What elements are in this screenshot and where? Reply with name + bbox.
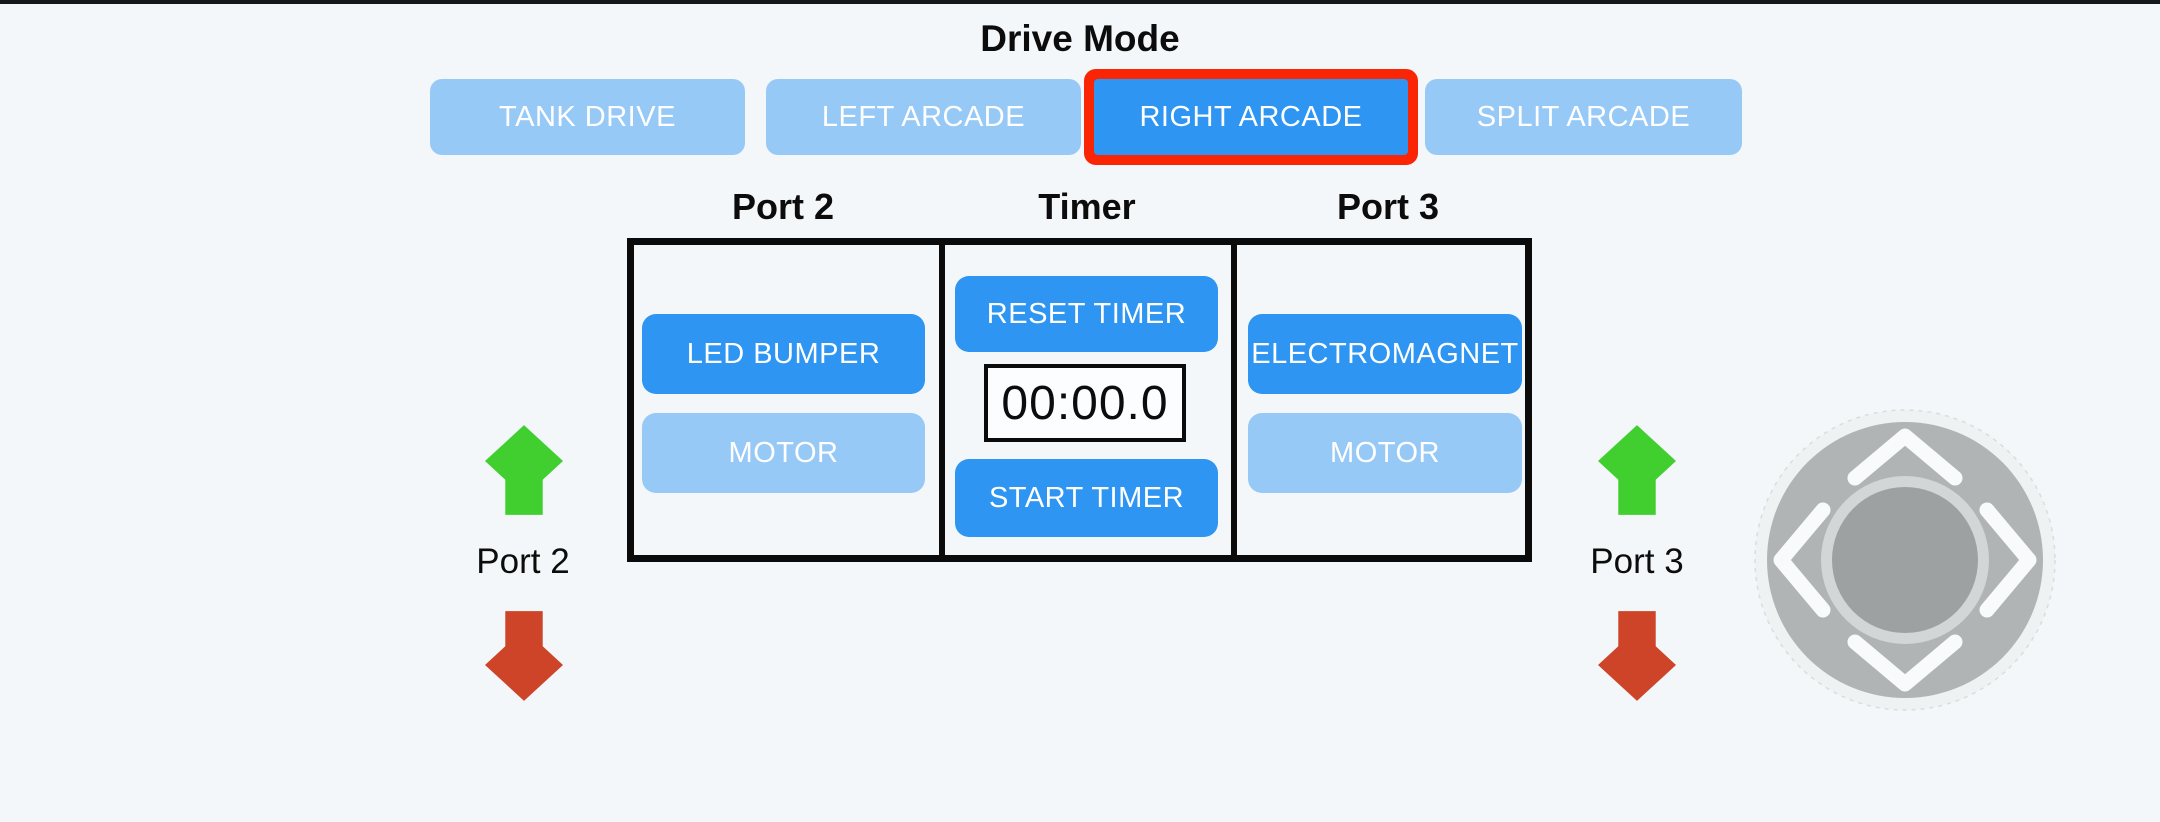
panel-divider-left [939, 245, 945, 555]
ports-panel: LED BUMPER MOTOR RESET TIMER 00:00.0 STA… [627, 238, 1532, 562]
tank-drive-label: TANK DRIVE [499, 100, 676, 133]
panel-divider-right [1231, 245, 1237, 555]
port2-down-arrow-icon[interactable] [485, 610, 563, 702]
page-title: Drive Mode [980, 18, 1180, 59]
port3-up-arrow-icon[interactable] [1598, 424, 1676, 516]
electromagnet-label: ELECTROMAGNET [1251, 337, 1519, 370]
tank-drive-button[interactable]: TANK DRIVE [430, 79, 745, 155]
reset-timer-label: RESET TIMER [986, 297, 1187, 330]
led-bumper-label: LED BUMPER [686, 337, 881, 370]
joystick-up-chevron-icon [1847, 428, 1963, 486]
port2-side-label: Port 2 [476, 542, 570, 581]
electromagnet-button[interactable]: ELECTROMAGNET [1248, 314, 1522, 394]
split-arcade-label: SPLIT ARCADE [1476, 100, 1691, 133]
joystick-left-chevron-icon [1773, 502, 1831, 618]
port2-header: Port 2 [731, 186, 835, 227]
dpad-joystick[interactable] [1745, 400, 2065, 720]
port3-header: Port 3 [1336, 186, 1440, 227]
split-arcade-button[interactable]: SPLIT ARCADE [1425, 79, 1742, 155]
start-timer-label: START TIMER [988, 481, 1185, 514]
port3-down-arrow-icon[interactable] [1598, 610, 1676, 702]
start-timer-button[interactable]: START TIMER [955, 459, 1218, 537]
top-border-bar [0, 0, 2160, 4]
led-bumper-button[interactable]: LED BUMPER [642, 314, 925, 394]
right-arcade-button-selected[interactable]: RIGHT ARCADE [1094, 79, 1408, 155]
port2-up-arrow-icon[interactable] [485, 424, 563, 516]
left-arcade-label: LEFT ARCADE [821, 100, 1026, 133]
timer-header: Timer [1038, 186, 1136, 227]
port2-motor-button[interactable]: MOTOR [642, 413, 925, 493]
port3-motor-label: MOTOR [1330, 436, 1440, 469]
right-arcade-label: RIGHT ARCADE [1139, 100, 1363, 133]
port3-motor-button[interactable]: MOTOR [1248, 413, 1522, 493]
reset-timer-button[interactable]: RESET TIMER [955, 276, 1218, 352]
joystick-right-chevron-icon [1979, 502, 2037, 618]
port2-motor-label: MOTOR [728, 436, 839, 469]
port3-side-label: Port 3 [1590, 542, 1684, 581]
left-arcade-button[interactable]: LEFT ARCADE [766, 79, 1081, 155]
timer-display: 00:00.0 [984, 364, 1186, 442]
joystick-down-chevron-icon [1847, 634, 1963, 692]
joystick-knob[interactable] [1832, 487, 1978, 633]
